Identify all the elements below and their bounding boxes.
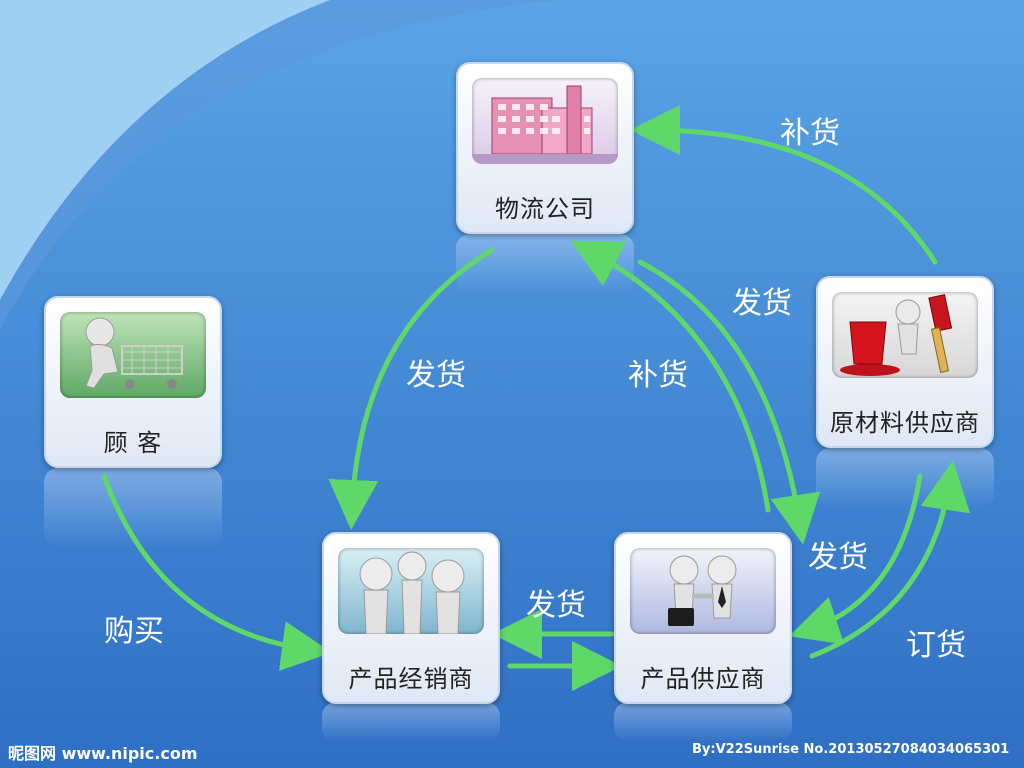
arrow-ship-raw <box>788 473 923 645</box>
paint-picture <box>832 292 978 378</box>
reflection-distributor <box>322 702 500 742</box>
node-label-logistics: 物流公司 <box>495 195 595 223</box>
edge-label-replenish-mid: 补货 <box>628 358 688 393</box>
team-picture <box>338 548 484 634</box>
node-supplier[interactable]: 产品供应商 <box>614 532 792 704</box>
arrow-ship-left <box>328 247 495 530</box>
handshake-picture <box>630 548 776 634</box>
node-customer[interactable]: 顾 客 <box>44 296 222 468</box>
edge-label-purchase: 购买 <box>104 614 164 649</box>
node-logistics[interactable]: 物流公司 <box>456 62 634 234</box>
node-label-supplier: 产品供应商 <box>640 665 766 693</box>
paint-bucket-icon <box>840 294 953 376</box>
handshake-icon <box>668 555 737 626</box>
shopping-cart-picture <box>60 312 206 398</box>
arrow-replenish-mid <box>570 240 771 513</box>
building-picture <box>472 78 618 164</box>
shopping-cart-icon <box>85 317 183 389</box>
node-distributor[interactable]: 产品经销商 <box>322 532 500 704</box>
footer-credit: By:V22Sunrise No.20130527084034065301 <box>692 742 1010 757</box>
node-label-customer: 顾 客 <box>103 429 163 457</box>
edge-label-ship-bottom: 发货 <box>526 588 586 623</box>
footer-site: 昵图网 www.nipic.com <box>8 744 198 763</box>
edge-label-ship-left: 发货 <box>406 358 466 393</box>
team-icon <box>359 551 465 634</box>
node-label-raw-material: 原材料供应商 <box>830 409 980 437</box>
arrow-order <box>809 460 971 659</box>
edge-label-ship-raw: 发货 <box>808 540 868 575</box>
edge-label-replenish-top: 补货 <box>780 116 840 151</box>
reflection-supplier <box>614 702 792 742</box>
node-raw-material[interactable]: 原材料供应商 <box>816 276 994 448</box>
edge-label-order: 订货 <box>906 628 966 663</box>
arrow-replenish-top <box>630 105 938 265</box>
arrow-purchase <box>101 473 332 671</box>
node-label-distributor: 产品经销商 <box>348 665 474 693</box>
building-icon <box>472 85 618 164</box>
arrow-ship-right <box>637 259 821 545</box>
edge-label-ship-right: 发货 <box>732 286 792 321</box>
